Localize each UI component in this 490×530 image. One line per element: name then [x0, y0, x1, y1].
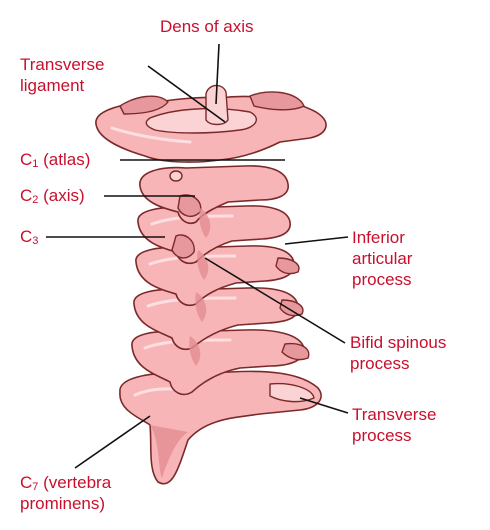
label-bifid-spinous-process: Bifid spinous process: [350, 333, 447, 373]
label-transverse-process: Transverse process: [352, 405, 437, 445]
label-c2-axis: C2 (axis): [20, 186, 85, 206]
leader-c7: [74, 415, 151, 469]
label-transverse-ligament: Transverse ligament: [20, 55, 105, 95]
leader-lines: [46, 43, 349, 469]
label-c7-vertebra-prominens: C7 (vertebra prominens): [20, 473, 112, 513]
leader-transverse-process: [299, 397, 349, 414]
label-c3: C3: [20, 227, 39, 247]
leader-transverse-ligament: [147, 65, 226, 123]
dens: [205, 84, 229, 126]
leader-dens: [215, 43, 220, 105]
vertebral-column: [95, 84, 327, 485]
label-c1-atlas: C1 (atlas): [20, 150, 91, 170]
vertebra-c1: [95, 91, 327, 163]
label-inferior-articular-process: Inferior articular process: [352, 228, 413, 289]
vertebra-c7: [119, 370, 322, 485]
label-dens-of-axis: Dens of axis: [160, 17, 254, 36]
leader-bifid-spinous: [204, 257, 346, 344]
articular-shading: [189, 208, 211, 366]
vertebra-c2: [139, 165, 289, 225]
leader-inferior-articular: [284, 236, 349, 245]
vertebra-c5: [133, 287, 304, 351]
